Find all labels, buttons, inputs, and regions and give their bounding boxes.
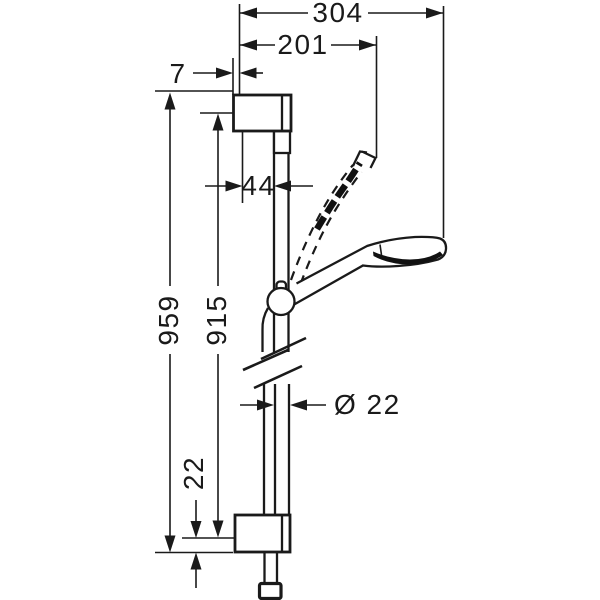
hand-shower-outline: [290, 235, 448, 308]
arrowhead-left: [274, 180, 291, 192]
dim-label-7: 7: [169, 58, 186, 89]
dimension-wall-offset: 7: [169, 58, 263, 89]
hand-shower-alt-position-dashed: [289, 150, 378, 285]
hose-end-connector: [257, 581, 283, 600]
dashed-outline: [289, 164, 354, 281]
dimension-bar-offset: 44: [205, 170, 313, 201]
dim-label-915: 915: [201, 294, 232, 345]
arrowhead-down: [212, 520, 224, 538]
dimension-rail-end-offset: 22: [178, 456, 209, 588]
arrowhead-left: [239, 67, 257, 79]
arrowhead-left: [290, 399, 307, 411]
hose-break-marks: [242, 336, 307, 390]
arrowhead-up: [164, 92, 176, 110]
break-line: [242, 348, 289, 372]
head-tip: [351, 150, 378, 169]
arrowhead-right: [257, 399, 274, 411]
hose-end: [257, 552, 283, 600]
break-line: [260, 336, 307, 361]
dim-label-diameter-22: Ø 22: [334, 389, 401, 420]
dimension-depth-to-pivot: 201: [239, 29, 376, 60]
bottom-wall-bracket: [233, 513, 292, 554]
arrowhead-up: [212, 113, 224, 131]
arrowhead-right: [359, 39, 376, 51]
break-line: [253, 364, 303, 390]
arrowhead-left: [240, 39, 257, 51]
extension-lines: [155, 4, 445, 554]
slide-bar: [272, 129, 292, 516]
dim-label-304: 304: [312, 0, 363, 28]
dashed-outline: [299, 171, 363, 285]
dimension-rail-length: 959: [153, 92, 184, 553]
wall-brackets: [232, 93, 293, 554]
dimension-bracket-distance: 915: [201, 113, 232, 538]
bar-collar: [272, 129, 292, 155]
dimension-bar-diameter: Ø 22: [240, 389, 401, 420]
arrowhead-right: [216, 67, 233, 79]
arrowhead-down: [164, 535, 176, 553]
arrowhead-left: [240, 7, 257, 19]
arrowhead-right: [225, 180, 243, 192]
hose-edge: [261, 307, 269, 352]
dim-label-22: 22: [178, 456, 209, 490]
dim-label-959: 959: [153, 294, 184, 345]
dimension-overall-depth: 304: [239, 0, 443, 28]
dim-label-44: 44: [241, 170, 275, 201]
head-joint-tick: [379, 244, 383, 256]
spray-face-band: [314, 161, 363, 231]
spray-face: [373, 251, 443, 265]
shower-hose: [261, 307, 269, 516]
arrowhead-up: [190, 552, 202, 570]
arrowhead-right: [426, 7, 443, 19]
dim-label-201: 201: [277, 29, 328, 60]
slider-holder: [266, 280, 296, 317]
hand-shower: [290, 235, 448, 308]
slider-holder-knob: [266, 286, 296, 317]
arrowhead-down: [190, 521, 202, 538]
